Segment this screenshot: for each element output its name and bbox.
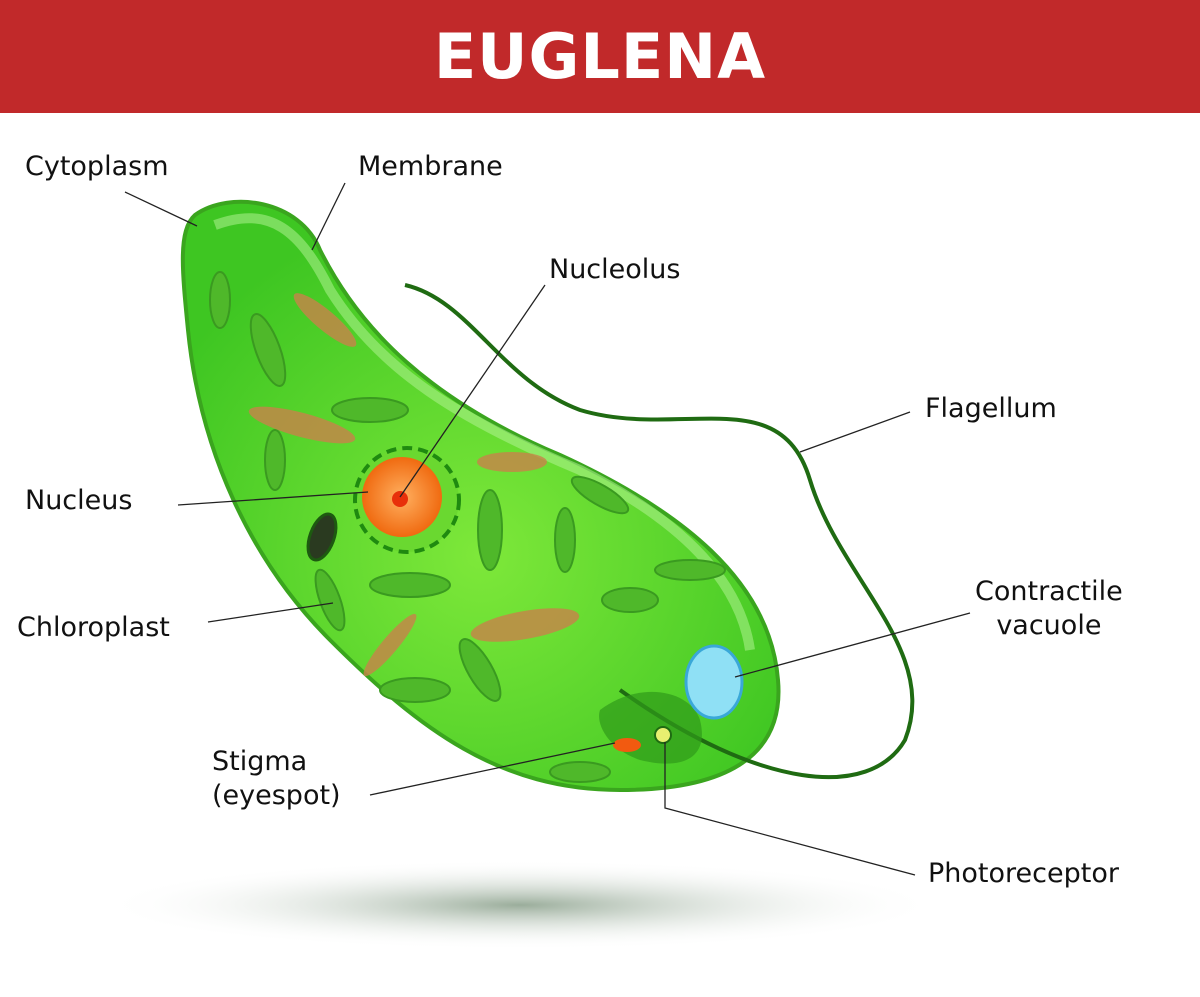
contractile-vacuole <box>684 644 744 720</box>
label-membrane: Membrane <box>358 151 503 182</box>
label-nucleolus: Nucleolus <box>549 254 681 285</box>
stigma <box>613 738 641 752</box>
membrane-highlight <box>213 213 755 651</box>
label-stigma-line1: Stigma <box>212 746 308 777</box>
shadow <box>100 860 940 950</box>
paramylon-bodies <box>248 293 580 677</box>
label-contractile-vacuole-line1: Contractile <box>975 576 1123 607</box>
label-stigma: Stigma (eyespot) <box>212 745 341 813</box>
flagellum <box>404 283 915 780</box>
nucleolus <box>392 491 408 507</box>
leader-lines <box>124 182 971 876</box>
label-cytoplasm: Cytoplasm <box>25 151 169 182</box>
label-nucleus: Nucleus <box>25 485 133 516</box>
title-banner: EUGLENA <box>0 0 1200 113</box>
photoreceptor <box>654 726 672 744</box>
label-flagellum: Flagellum <box>925 393 1057 424</box>
label-contractile-vacuole: Contractile vacuole <box>975 575 1123 643</box>
label-photoreceptor: Photoreceptor <box>928 858 1119 889</box>
label-contractile-vacuole-line2: vacuole <box>996 610 1102 641</box>
mitochondrion <box>306 512 338 562</box>
chloroplasts <box>209 271 726 783</box>
label-chloroplast: Chloroplast <box>17 612 170 643</box>
diagram-title: EUGLENA <box>433 20 767 93</box>
label-stigma-line2: (eyespot) <box>212 780 341 811</box>
